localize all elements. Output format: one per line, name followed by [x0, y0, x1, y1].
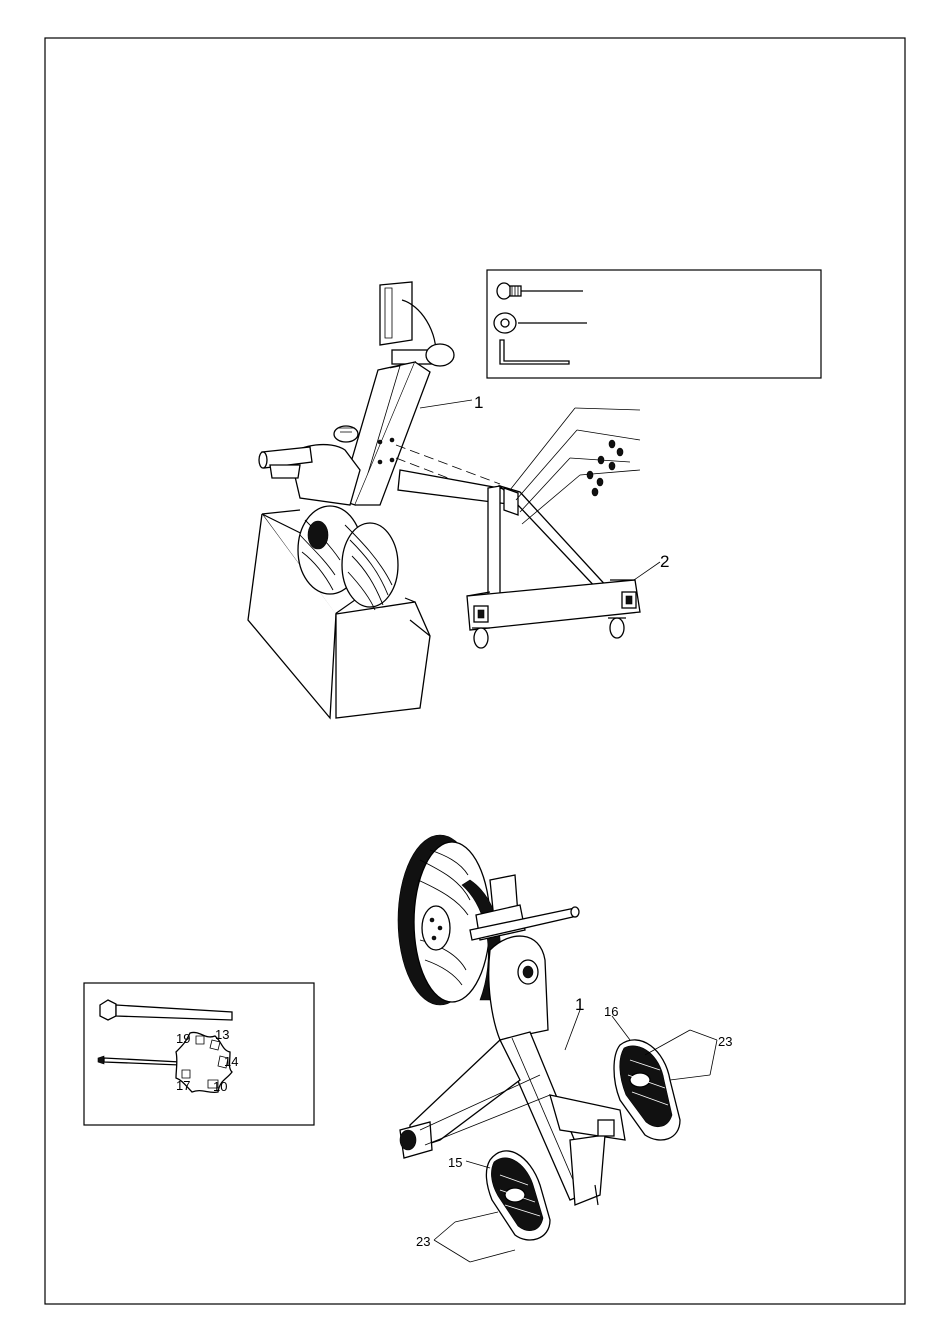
wrench-size-14: 14 [224, 1054, 238, 1069]
callout-23-pins-upper: 23 [718, 1034, 732, 1049]
tool-box: 19 13 14 17 10 [84, 983, 314, 1125]
callout-16-pedal: 16 [604, 1004, 618, 1019]
pedal-16 [614, 1030, 710, 1140]
wrench-size-10: 10 [213, 1079, 227, 1094]
main-frame [259, 282, 505, 505]
wrench-size-17: 17 [176, 1078, 190, 1093]
allen-key-icon [500, 340, 569, 364]
hardware-box [487, 270, 821, 378]
wrench-size-19: 19 [176, 1031, 190, 1046]
callout-1-main-frame: 1 [474, 393, 483, 412]
hex-bolt-icon [100, 1000, 232, 1020]
washer-icon [494, 313, 587, 333]
callout-15-pedal: 15 [448, 1155, 462, 1170]
bolt-icon [497, 283, 583, 299]
screwdriver-icon [98, 1056, 180, 1065]
step2-diagram: 19 13 14 17 10 [84, 835, 732, 1262]
wrench-size-13: 13 [215, 1027, 229, 1042]
callout-1-main-rail: 1 [575, 995, 584, 1014]
callout-23-pins-lower: 23 [416, 1234, 430, 1249]
pedal-15 [455, 1151, 550, 1262]
callout-2-front-stabilizer: 2 [660, 552, 669, 571]
step1-diagram: 1 2 [248, 270, 821, 718]
